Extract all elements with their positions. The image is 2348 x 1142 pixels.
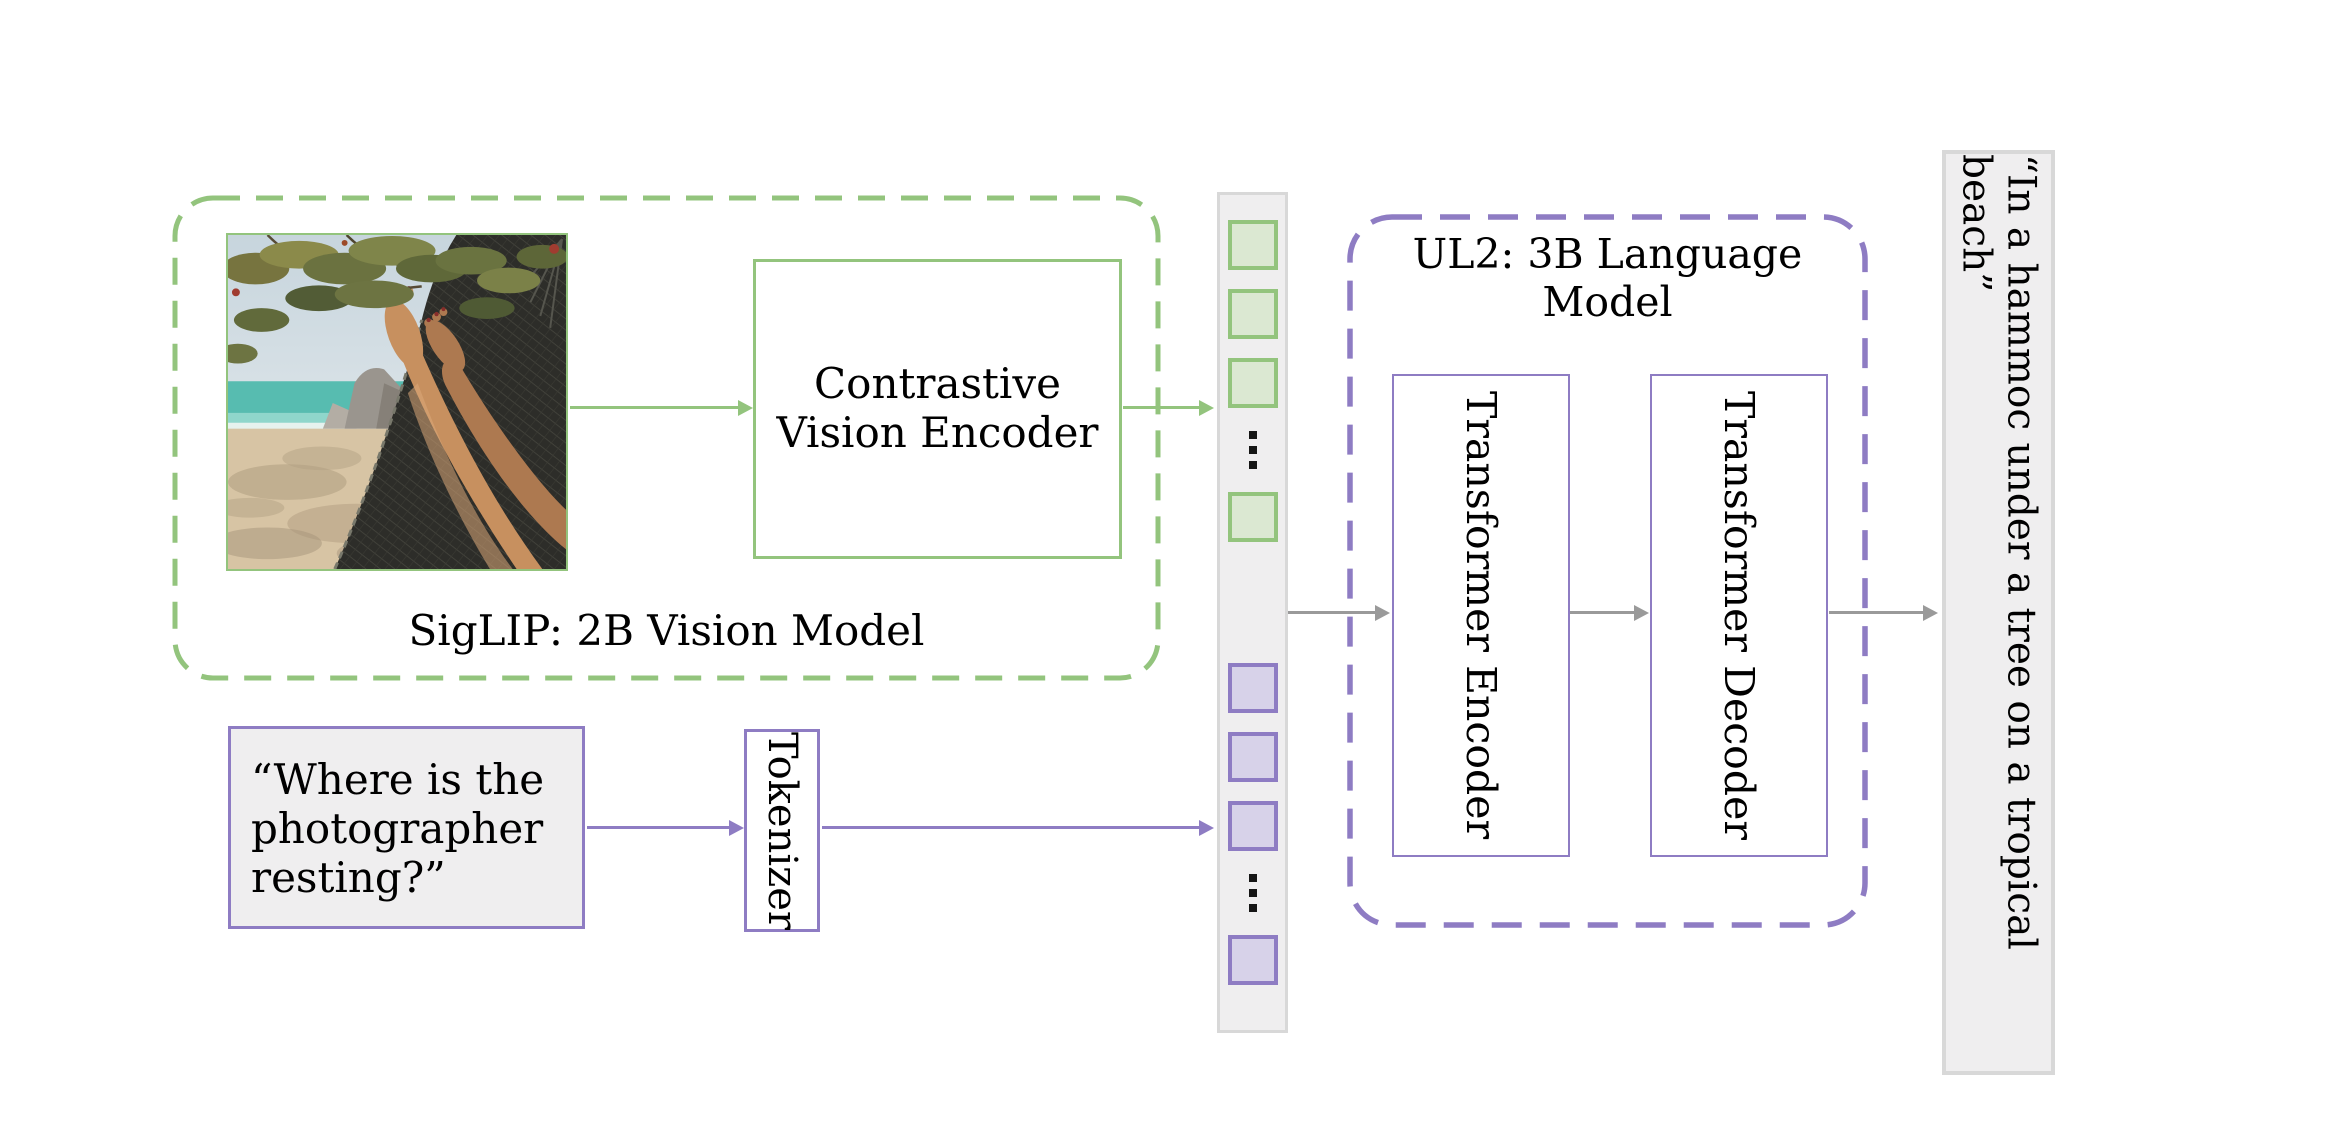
- arrow-encoder-to-decoder: [1570, 611, 1634, 614]
- ellipsis-dots: [1248, 427, 1257, 473]
- tokenizer-label: Tokenizer: [759, 731, 805, 930]
- ellipsis-dots: [1248, 870, 1257, 916]
- arrow-text-to-tokenizer: [587, 826, 729, 829]
- tokenizer-box: Tokenizer: [744, 729, 820, 932]
- output-text: “In a hammoc under a tree on a tropical …: [1953, 154, 2044, 950]
- photo-legs: [384, 286, 566, 569]
- text-token-group: [1220, 663, 1285, 985]
- beach-photo-illustration: [228, 235, 566, 569]
- text-token-square: [1227, 801, 1278, 851]
- vision-token-group: [1220, 220, 1285, 542]
- vision-token-square: [1227, 492, 1278, 542]
- arrow-tokens-to-transformer-encoder: [1288, 611, 1375, 614]
- vision-module-label: SigLIP: 2B Vision Model: [408, 606, 925, 655]
- transformer-decoder-label: Transformer Decoder: [1715, 391, 1763, 840]
- language-module-container: [1347, 214, 1868, 928]
- arrow-decoder-to-output: [1829, 611, 1923, 614]
- output-text-bar: “In a hammoc under a tree on a tropical …: [1942, 150, 2055, 1075]
- text-token-square: [1227, 732, 1278, 782]
- language-module-title: UL2: 3B Language Model: [1412, 230, 1803, 326]
- language-module-dashed-border: [1347, 214, 1868, 928]
- vision-token-square: [1227, 220, 1278, 270]
- vision-module-container: [172, 195, 1161, 681]
- vision-token-square: [1227, 289, 1278, 339]
- text-token-square: [1227, 663, 1278, 713]
- arrow-vision-encoder-to-tokens: [1123, 406, 1199, 409]
- transformer-encoder-label: Transformer Encoder: [1457, 391, 1505, 840]
- vision-token-square: [1227, 358, 1278, 408]
- photo-foliage: [228, 235, 566, 364]
- contrastive-vision-encoder-label: Contrastive Vision Encoder: [776, 359, 1099, 457]
- text-token-square: [1227, 935, 1278, 985]
- vision-module-dashed-border: [172, 195, 1161, 681]
- transformer-decoder-box: Transformer Decoder: [1650, 374, 1828, 857]
- transformer-encoder-box: Transformer Encoder: [1392, 374, 1570, 857]
- contrastive-vision-encoder-box: Contrastive Vision Encoder: [753, 259, 1122, 559]
- text-input-value: “Where is the photographer resting?”: [251, 755, 545, 903]
- arrow-image-to-vision-encoder: [570, 406, 738, 409]
- token-column: [1217, 192, 1288, 1033]
- text-input-box: “Where is the photographer resting?”: [228, 726, 585, 929]
- beach-photo: [226, 233, 568, 571]
- arrow-tokenizer-to-tokens: [822, 826, 1199, 829]
